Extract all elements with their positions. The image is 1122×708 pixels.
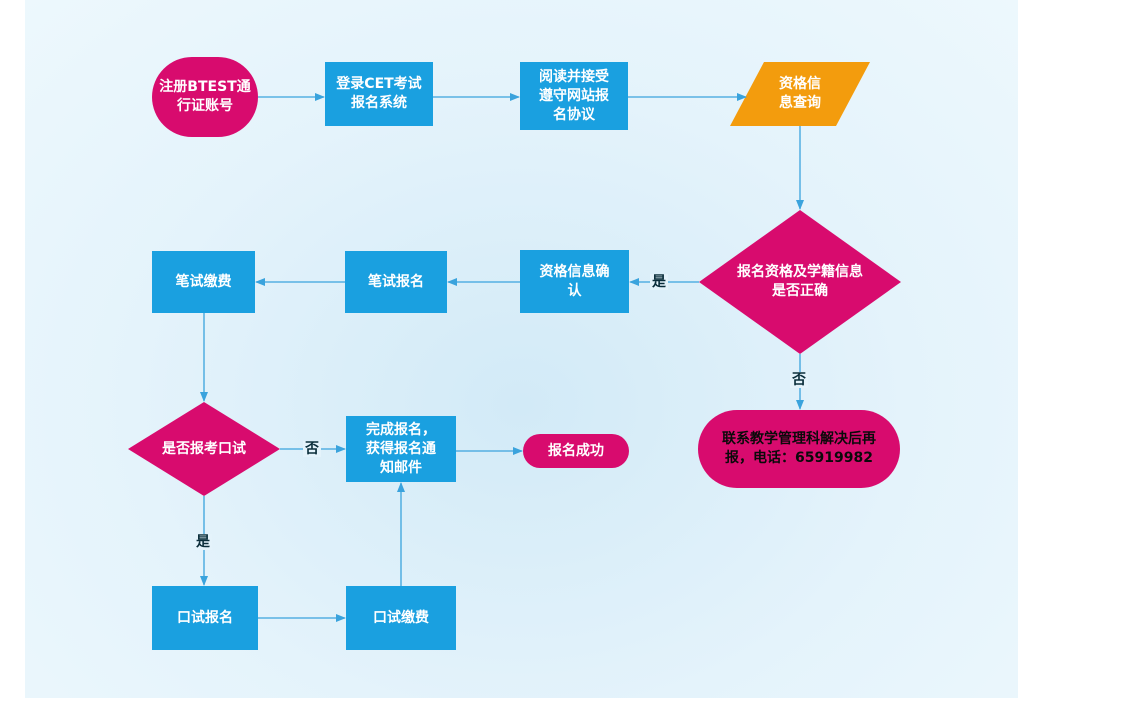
node-read-agreement: 阅读并接受 遵守网站报 名协议: [539, 68, 609, 123]
node-shape-complete-signup: [346, 416, 456, 482]
node-complete-signup: 完成报名， 获得报名通 知邮件: [366, 421, 436, 476]
node-signup-success: 报名成功: [548, 442, 604, 459]
edge-label-correct-no: 否: [790, 372, 808, 388]
edge-label-oral-yes: 是: [194, 534, 212, 550]
node-written-signup: 笔试报名: [368, 273, 424, 290]
node-register-account: 注册BTEST通 行证账号: [159, 79, 251, 114]
node-login-system: 登录CET考试 报名系统: [336, 76, 422, 111]
node-written-fee: 笔试缴费: [175, 273, 232, 290]
node-info-correct-decision: 报名资格及学籍信息 是否正确: [737, 264, 863, 299]
edge-label-correct-yes: 是: [650, 274, 668, 290]
node-shape-oral-signup: [152, 586, 258, 650]
node-shape-register-account: [152, 57, 258, 137]
node-shape-written-signup: [345, 251, 447, 313]
node-contact-office: 联系教学管理科解决后再 报，电话：65919982: [722, 431, 876, 466]
node-shape-signup-success: [523, 434, 629, 468]
node-shape-oral-fee: [346, 586, 456, 650]
node-oral-signup: 口试报名: [177, 609, 233, 626]
node-shape-info-correct-decision: [699, 210, 901, 354]
node-shape-read-agreement: [520, 62, 628, 130]
node-oral-decision: 是否报考口试: [162, 440, 246, 457]
node-confirm-info: 资格信息确 认: [539, 263, 610, 299]
node-shape-confirm-info: [520, 250, 629, 313]
node-shape-contact-office: [698, 410, 900, 488]
node-shape-written-fee: [152, 251, 255, 313]
node-shape-qualification-query: [730, 62, 870, 126]
edge-label-oral-no: 否: [303, 441, 321, 457]
node-shape-login-system: [325, 62, 433, 126]
node-qualification-query: 资格信 息查询: [779, 76, 821, 111]
node-oral-fee: 口试缴费: [373, 609, 429, 626]
node-shape-oral-decision: [128, 402, 280, 496]
